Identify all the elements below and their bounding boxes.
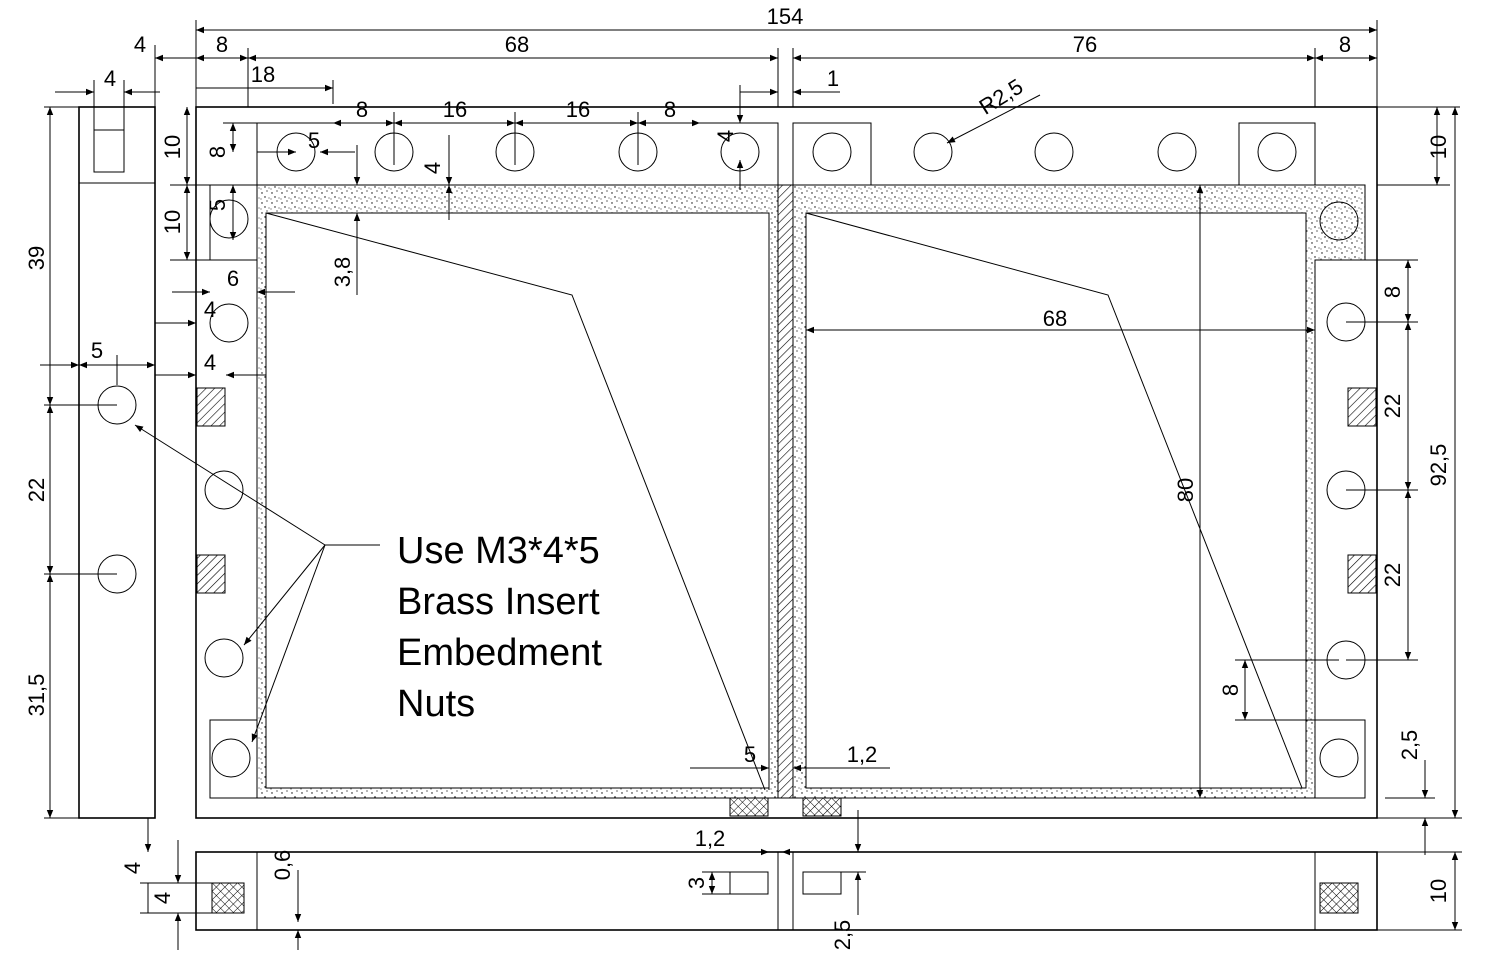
insert-note: Use M3*4*5 Brass Insert Embedment Nuts: [397, 530, 602, 725]
dim-hole-offset: 18: [251, 62, 275, 87]
dim-depth-a: 4: [420, 162, 445, 174]
dim-divider-1-2: 1,2: [847, 742, 878, 767]
dim-right-bottom: 8: [1218, 684, 1243, 696]
dim-hole-spacing-8b: 8: [664, 97, 676, 122]
dim-hole-spacing-16b: 16: [566, 97, 590, 122]
dim-overall-width: 154: [767, 4, 804, 29]
dim-right-top: 10: [1426, 135, 1451, 159]
note-line-4: Nuts: [397, 683, 475, 725]
dim-wall-6: 6: [227, 266, 239, 291]
dim-bottom-4b: 4: [150, 892, 175, 904]
note-line-2: Brass Insert: [397, 581, 600, 623]
dim-side-pitch: 22: [24, 478, 49, 502]
dim-right-2-5: 2,5: [1397, 730, 1422, 761]
dim-side-height: 39: [24, 246, 49, 270]
dim-right-pitch-b: 22: [1380, 563, 1405, 587]
note-leaders: [134, 424, 380, 743]
dim-bottom-1-2: 1,2: [695, 826, 726, 851]
dim-left-panel-width: 68: [505, 32, 529, 57]
bottom-view: [195, 851, 1378, 931]
dimension-labels: 154 8 68 76 8 4 4 18 8 16 16 8 1 R2,5 5 …: [24, 4, 1451, 950]
dim-wall-3-8: 3,8: [330, 257, 355, 288]
dim-divider-5: 5: [744, 742, 756, 767]
dimension-lines: [40, 20, 1462, 950]
dim-side-nut-width: 4: [104, 66, 116, 91]
dim-depth-b: 4: [713, 130, 738, 142]
note-line-3: Embedment: [397, 632, 602, 674]
left-side-view: [78, 106, 156, 819]
dim-left-offset: 8: [216, 32, 228, 57]
dim-hole-dia-a: 5: [308, 128, 320, 153]
dim-inner-height: 80: [1173, 478, 1198, 502]
dim-wall-4b: 4: [204, 350, 216, 375]
dim-wall-4a: 4: [204, 297, 216, 322]
dim-hole-center: 8: [205, 146, 230, 158]
dim-hole-dia-b: 5: [205, 199, 230, 211]
dim-right-offset: 8: [1339, 32, 1351, 57]
dim-gap: 1: [827, 66, 839, 91]
dim-bottom-2-5: 2,5: [830, 920, 855, 951]
dim-inner-width: 68: [1043, 306, 1067, 331]
dim-radius: R2,5: [975, 74, 1028, 120]
note-line-1: Use M3*4*5: [397, 530, 600, 572]
dim-bottom-0-6: 0,6: [270, 850, 295, 881]
dim-top-strip: 10: [160, 135, 185, 159]
dim-left-strip: 10: [160, 210, 185, 234]
dim-right-total: 92,5: [1426, 444, 1451, 487]
dim-hole-spacing-16a: 16: [443, 97, 467, 122]
dim-hole-spacing-8a: 8: [356, 97, 368, 122]
dim-side-bottom: 31,5: [24, 674, 49, 717]
dim-bottom-3: 3: [684, 877, 709, 889]
dim-right-offset-8: 8: [1380, 286, 1405, 298]
dim-bottom-4a: 4: [120, 862, 145, 874]
dim-side-hole: 5: [91, 338, 103, 363]
dim-bottom-10: 10: [1426, 879, 1451, 903]
main-body: [195, 106, 1378, 819]
dim-right-pitch-a: 22: [1380, 394, 1405, 418]
dim-side-block-width: 4: [134, 32, 146, 57]
dim-right-panel-width: 76: [1073, 32, 1097, 57]
